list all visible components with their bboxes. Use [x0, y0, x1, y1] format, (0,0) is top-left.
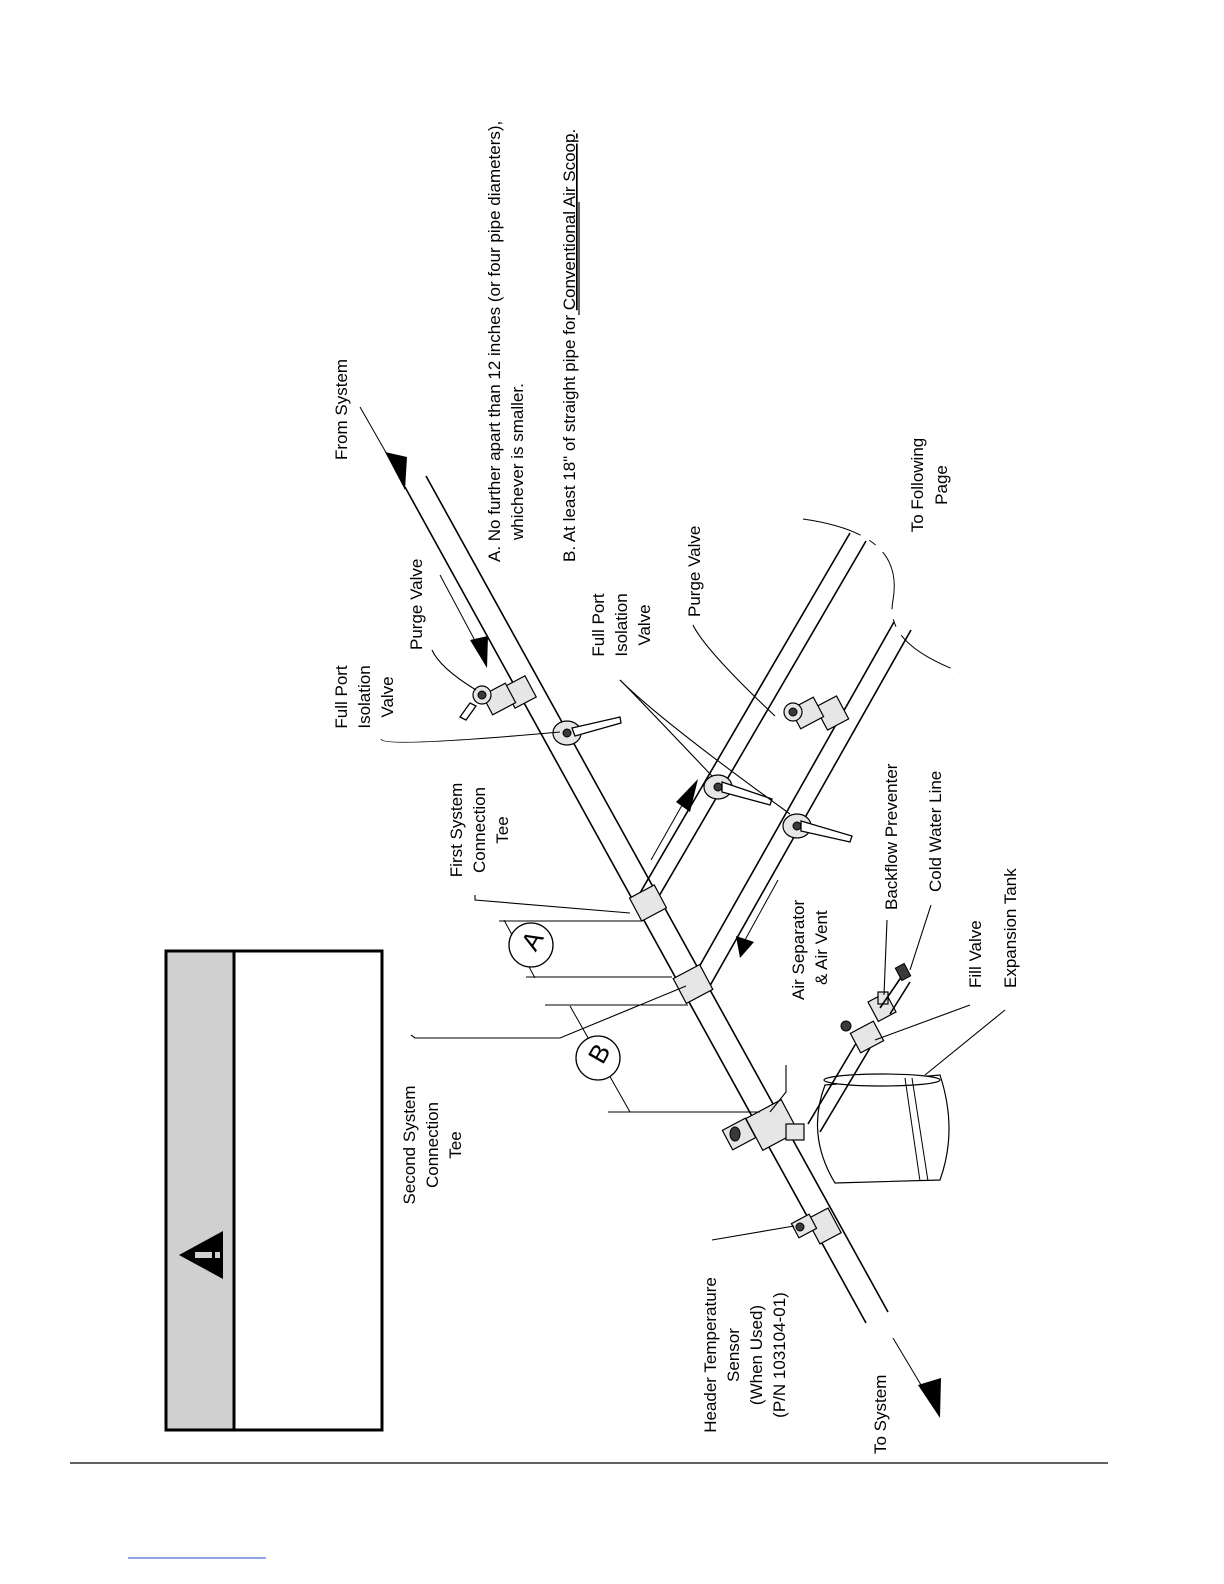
fill-valve	[840, 1020, 885, 1054]
from-system-arrow	[359, 406, 407, 490]
header-temperature-sensor	[790, 1207, 842, 1245]
tank-connection-pipe	[807, 1039, 871, 1133]
note-a-line1: A. No further apart than 12 inches (or f…	[485, 121, 504, 562]
first-connection-tee	[628, 884, 668, 922]
note-b-prefix: B. At least 18" of straight pipe for	[560, 310, 579, 562]
air-separator-line1: Air Separator	[789, 900, 808, 1000]
isolation-right-line1: Full Port	[589, 593, 608, 657]
isolation-valve-branch-supply	[703, 774, 773, 806]
to-following-page-label: To Following Page	[908, 438, 951, 533]
backflow-label: Backflow Preventer	[882, 763, 901, 910]
isolation-upper-line2: Isolation	[355, 665, 374, 728]
to-system-arrow	[892, 1337, 941, 1418]
backflow-preventer	[867, 991, 897, 1023]
header-sensor-label: Header Temperature Sensor (When Used) (P…	[701, 1277, 789, 1433]
break-line	[802, 518, 961, 673]
expansion-tank-label: Expansion Tank	[1001, 868, 1020, 988]
second-tee-line2: Connection	[423, 1102, 442, 1188]
branch-supply-pipe	[639, 532, 867, 904]
air-separator-label: Air Separator & Air Vent	[789, 900, 831, 1000]
to-system-label: To System	[871, 1375, 890, 1454]
dimension-b: B	[545, 1004, 760, 1113]
notes: A. No further apart than 12 inches (or f…	[485, 121, 579, 562]
first-tee-label: First System Connection Tee	[447, 783, 512, 877]
sensor-line1: Header Temperature	[701, 1277, 720, 1433]
isolation-valve-branch-return	[782, 813, 853, 843]
backflow-text: Backflow Preventer	[882, 763, 901, 910]
fill-valve-text: Fill Valve	[966, 920, 985, 988]
leader-lines	[380, 624, 1006, 1241]
sensor-line2: Sensor	[724, 1328, 743, 1382]
expansion-tank	[816, 1073, 950, 1184]
purge-valve-right-text: Purge Valve	[685, 526, 704, 617]
purge-valve-upper-label: Purge Valve	[407, 559, 426, 650]
second-tee-line1: Second System	[400, 1085, 419, 1204]
purge-valve-right-label: Purge Valve	[685, 526, 704, 617]
isolation-valve-upper-label: Full Port Isolation Valve	[332, 665, 397, 729]
second-tee-label: Second System Connection Tee	[400, 1085, 465, 1204]
isolation-valve-right-label: Full Port Isolation Valve	[589, 593, 654, 657]
note-b-suffix: .	[560, 129, 579, 134]
purge-valve-branch	[783, 695, 850, 731]
first-tee-line2: Connection	[470, 787, 489, 873]
dimension-a: A	[499, 919, 672, 979]
warning-triangle-icon	[179, 1231, 223, 1279]
branch-return-pipe	[689, 621, 912, 992]
air-separator-line2: & Air Vent	[812, 910, 831, 985]
to-following-page-line1: To Following	[908, 438, 927, 533]
second-tee-line3: Tee	[446, 1131, 465, 1158]
cold-water-line	[879, 962, 912, 1015]
note-b: B. At least 18" of straight pipe for Con…	[560, 129, 579, 562]
first-tee-line1: First System	[447, 783, 466, 877]
note-a-line2: whichever is smaller.	[508, 383, 527, 541]
purge-valve-upper-text: Purge Valve	[407, 559, 426, 650]
warning-box	[164, 949, 384, 1432]
sensor-line4: (P/N 103104-01)	[770, 1292, 789, 1418]
air-separator	[721, 1098, 805, 1152]
branch-flow-arrows	[650, 779, 779, 958]
fill-valve-label: Fill Valve	[966, 920, 985, 988]
from-system-label: From System	[332, 359, 351, 460]
isolation-valve-upper	[552, 716, 622, 746]
isolation-upper-line3: Valve	[378, 676, 397, 717]
purge-valve-upper	[459, 674, 538, 721]
sensor-line3: (When Used)	[747, 1305, 766, 1405]
cold-water-label: Cold Water Line	[926, 771, 945, 892]
isolation-upper-line1: Full Port	[332, 665, 351, 729]
second-connection-tee	[672, 963, 714, 1005]
flow-arrow-upper	[439, 574, 488, 668]
to-following-page-line2: Page	[932, 465, 951, 505]
note-b-link[interactable]: Conventional Air Scoop	[560, 134, 579, 311]
isolation-right-line3: Valve	[635, 604, 654, 645]
isolation-right-line2: Isolation	[612, 593, 631, 656]
expansion-tank-text: Expansion Tank	[1001, 868, 1020, 988]
cold-water-text: Cold Water Line	[926, 771, 945, 892]
first-tee-line3: Tee	[493, 816, 512, 843]
